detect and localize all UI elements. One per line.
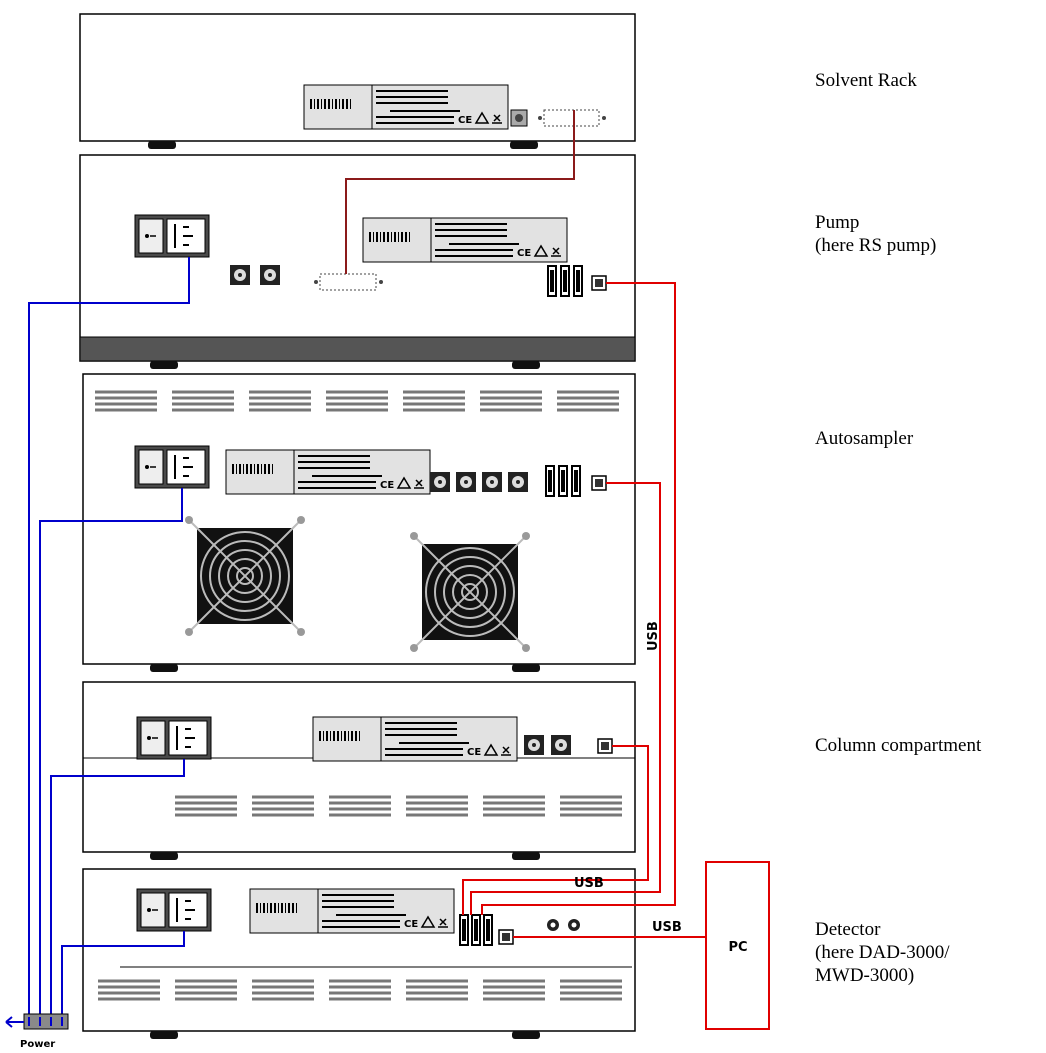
label-pump: Pump (here RS pump) — [815, 211, 936, 257]
solvent-rack-module — [79, 13, 636, 149]
usb-port-icon — [498, 929, 514, 945]
usb-port-icon — [591, 475, 607, 491]
column-compartment-module — [82, 681, 636, 860]
label-line: (here RS pump) — [815, 235, 937, 256]
power-cables — [28, 257, 190, 1014]
autosampler-module — [82, 373, 636, 672]
usb-label-detector-pc: USB — [652, 920, 682, 935]
power-socket-icon — [134, 445, 210, 489]
fan-icon — [409, 531, 531, 653]
label-line: Autosampler — [815, 428, 914, 449]
pump-module — [79, 154, 636, 369]
usb-label-hub: USB — [574, 876, 604, 891]
label-column-compartment: Column compartment — [815, 734, 981, 757]
power-socket-icon — [134, 214, 210, 258]
label-autosampler: Autosampler — [815, 427, 913, 450]
fan-icon — [184, 515, 306, 637]
detector-module — [82, 868, 636, 1039]
usb-port-icon — [591, 275, 607, 291]
label-line: Detector — [815, 919, 881, 940]
label-line: Solvent Rack — [815, 70, 917, 91]
power-socket-icon — [136, 716, 212, 760]
usb-port-icon — [597, 738, 613, 754]
label-line: (here DAD-3000/ — [815, 942, 950, 963]
arrow-left-icon — [5, 1016, 13, 1028]
label-line: MWD-3000) — [815, 965, 915, 986]
label-detector: Detector (here DAD-3000/ MWD-3000) — [815, 918, 950, 987]
label-line: Column compartment — [815, 735, 982, 756]
power-strip — [5, 1013, 69, 1030]
power-label: Power — [20, 1039, 55, 1050]
usb-cables — [462, 282, 706, 938]
serial-cable — [345, 110, 575, 274]
pc-label: PC — [728, 940, 747, 955]
pc-box: PC — [705, 861, 770, 1030]
usb-label-vertical: USB — [646, 621, 661, 651]
power-socket-icon — [136, 888, 212, 932]
label-solvent-rack: Solvent Rack — [815, 69, 917, 92]
label-line: Pump — [815, 212, 860, 233]
